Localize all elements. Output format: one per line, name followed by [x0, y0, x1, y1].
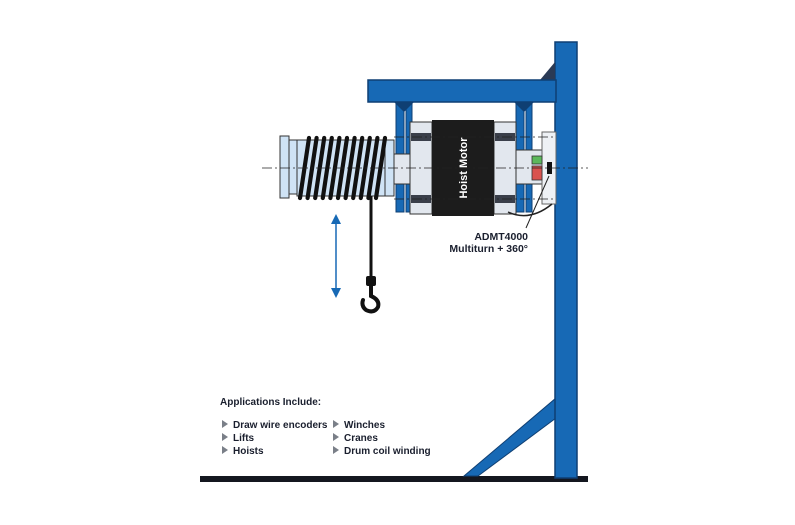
top-beam: [367, 79, 557, 103]
drum-flange-left-outer: [288, 139, 298, 195]
hanger-brace-right: [514, 102, 534, 112]
wire-coils: [297, 135, 388, 201]
application-item: Winches: [344, 420, 385, 431]
application-item: Hoists: [233, 446, 264, 457]
sensor-label-line1: ADMT4000: [474, 231, 528, 243]
sensor-label-line2: Multiturn + 360°: [449, 243, 528, 255]
applications-column-1: Draw wire encoders Lifts Hoists: [222, 420, 328, 457]
application-item: Lifts: [233, 433, 255, 444]
application-item: Draw wire encoders: [233, 420, 328, 431]
ground-line: [200, 476, 588, 482]
wire-coil-turn: [373, 135, 388, 201]
application-item: Cranes: [344, 433, 378, 444]
shaft-housing: [393, 153, 411, 185]
support-column: [554, 41, 578, 479]
bullet-triangle-icon: [333, 433, 339, 441]
hook-block: [366, 276, 376, 286]
bullet-triangle-icon: [222, 446, 228, 454]
drum-flange-left: [279, 135, 290, 199]
corner-gusset: [540, 62, 555, 80]
applications-title: Applications Include:: [220, 397, 321, 408]
hook-icon: [360, 284, 381, 314]
admt4000-sensor: [547, 162, 552, 174]
bullet-triangle-icon: [333, 420, 339, 428]
support-brace: [462, 396, 557, 477]
bullet-triangle-icon: [333, 446, 339, 454]
indicator-red: [531, 165, 543, 181]
wire-coil-turn: [320, 135, 334, 201]
sensor-cable: [507, 203, 553, 217]
sensor-leader-line: [525, 175, 550, 229]
bullet-triangle-icon: [222, 433, 228, 441]
applications-column-2: Winches Cranes Drum coil winding: [333, 420, 431, 457]
hanger-brace-left: [394, 102, 414, 112]
bullet-triangle-icon: [222, 420, 228, 428]
indicator-green: [531, 155, 543, 165]
wire-coil-turn: [343, 135, 357, 201]
double-arrow-icon: [331, 214, 341, 298]
application-item: Drum coil winding: [344, 446, 431, 457]
